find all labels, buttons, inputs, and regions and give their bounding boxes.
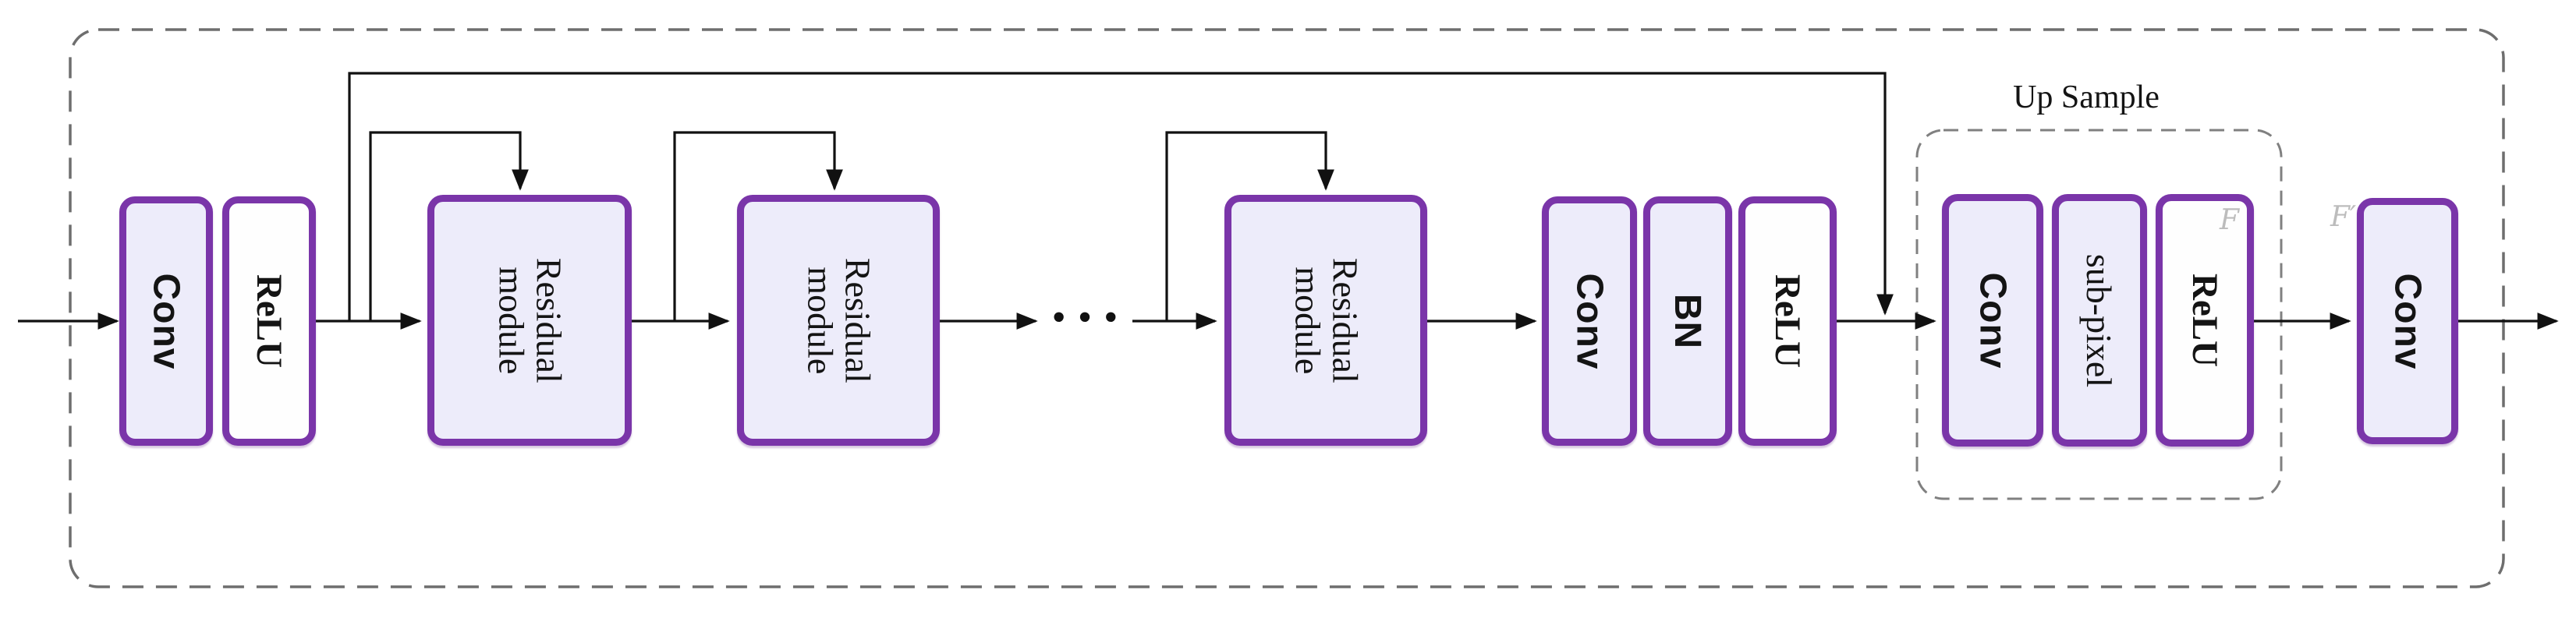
block-relu-upsample-label: ReLU — [2184, 273, 2225, 368]
block-relu-upsample: ReLU — [2156, 194, 2254, 447]
block-residual-module-1-label: Residual module — [491, 257, 569, 383]
block-conv-output-label: Conv — [2386, 273, 2429, 369]
ghost-feature-label-1: F — [2220, 204, 2239, 236]
global-skip-connection — [348, 72, 1894, 321]
block-residual-module-2-label: Residual module — [800, 257, 878, 383]
ghost-feature-label-2: F′ — [2330, 201, 2357, 233]
outer-dashed-border — [69, 28, 2505, 588]
skip-res1 — [369, 131, 529, 321]
block-bn: BN — [1643, 196, 1732, 446]
block-relu-input: ReLU — [222, 196, 316, 446]
block-subpixel: sub-pixel — [2052, 194, 2147, 447]
block-conv-upsample: Conv — [1942, 194, 2043, 447]
block-conv-mid: Conv — [1542, 196, 1637, 446]
block-conv-mid-label: Conv — [1568, 273, 1610, 369]
upsample-group-label: Up Sample — [2013, 79, 2160, 115]
block-conv-input: Conv — [119, 196, 213, 446]
ellipsis: ··· — [1048, 284, 1128, 350]
block-subpixel-label: sub-pixel — [2079, 253, 2120, 387]
block-residual-module-2: Residual module — [737, 195, 940, 446]
skip-res2 — [673, 131, 843, 321]
block-conv-output: Conv — [2357, 198, 2458, 444]
block-residual-module-3-label: Residual module — [1288, 257, 1366, 383]
block-relu-mid: ReLU — [1738, 196, 1837, 446]
block-bn-label: BN — [1667, 293, 1709, 349]
block-residual-module-1: Residual module — [427, 195, 632, 446]
block-relu-input-label: ReLU — [249, 274, 289, 369]
block-conv-input-label: Conv — [145, 273, 187, 369]
block-relu-mid-label: ReLU — [1767, 274, 1808, 369]
block-conv-upsample-label: Conv — [1972, 272, 2014, 369]
block-residual-module-3: Residual module — [1224, 195, 1427, 446]
skip-res3 — [1165, 131, 1334, 321]
